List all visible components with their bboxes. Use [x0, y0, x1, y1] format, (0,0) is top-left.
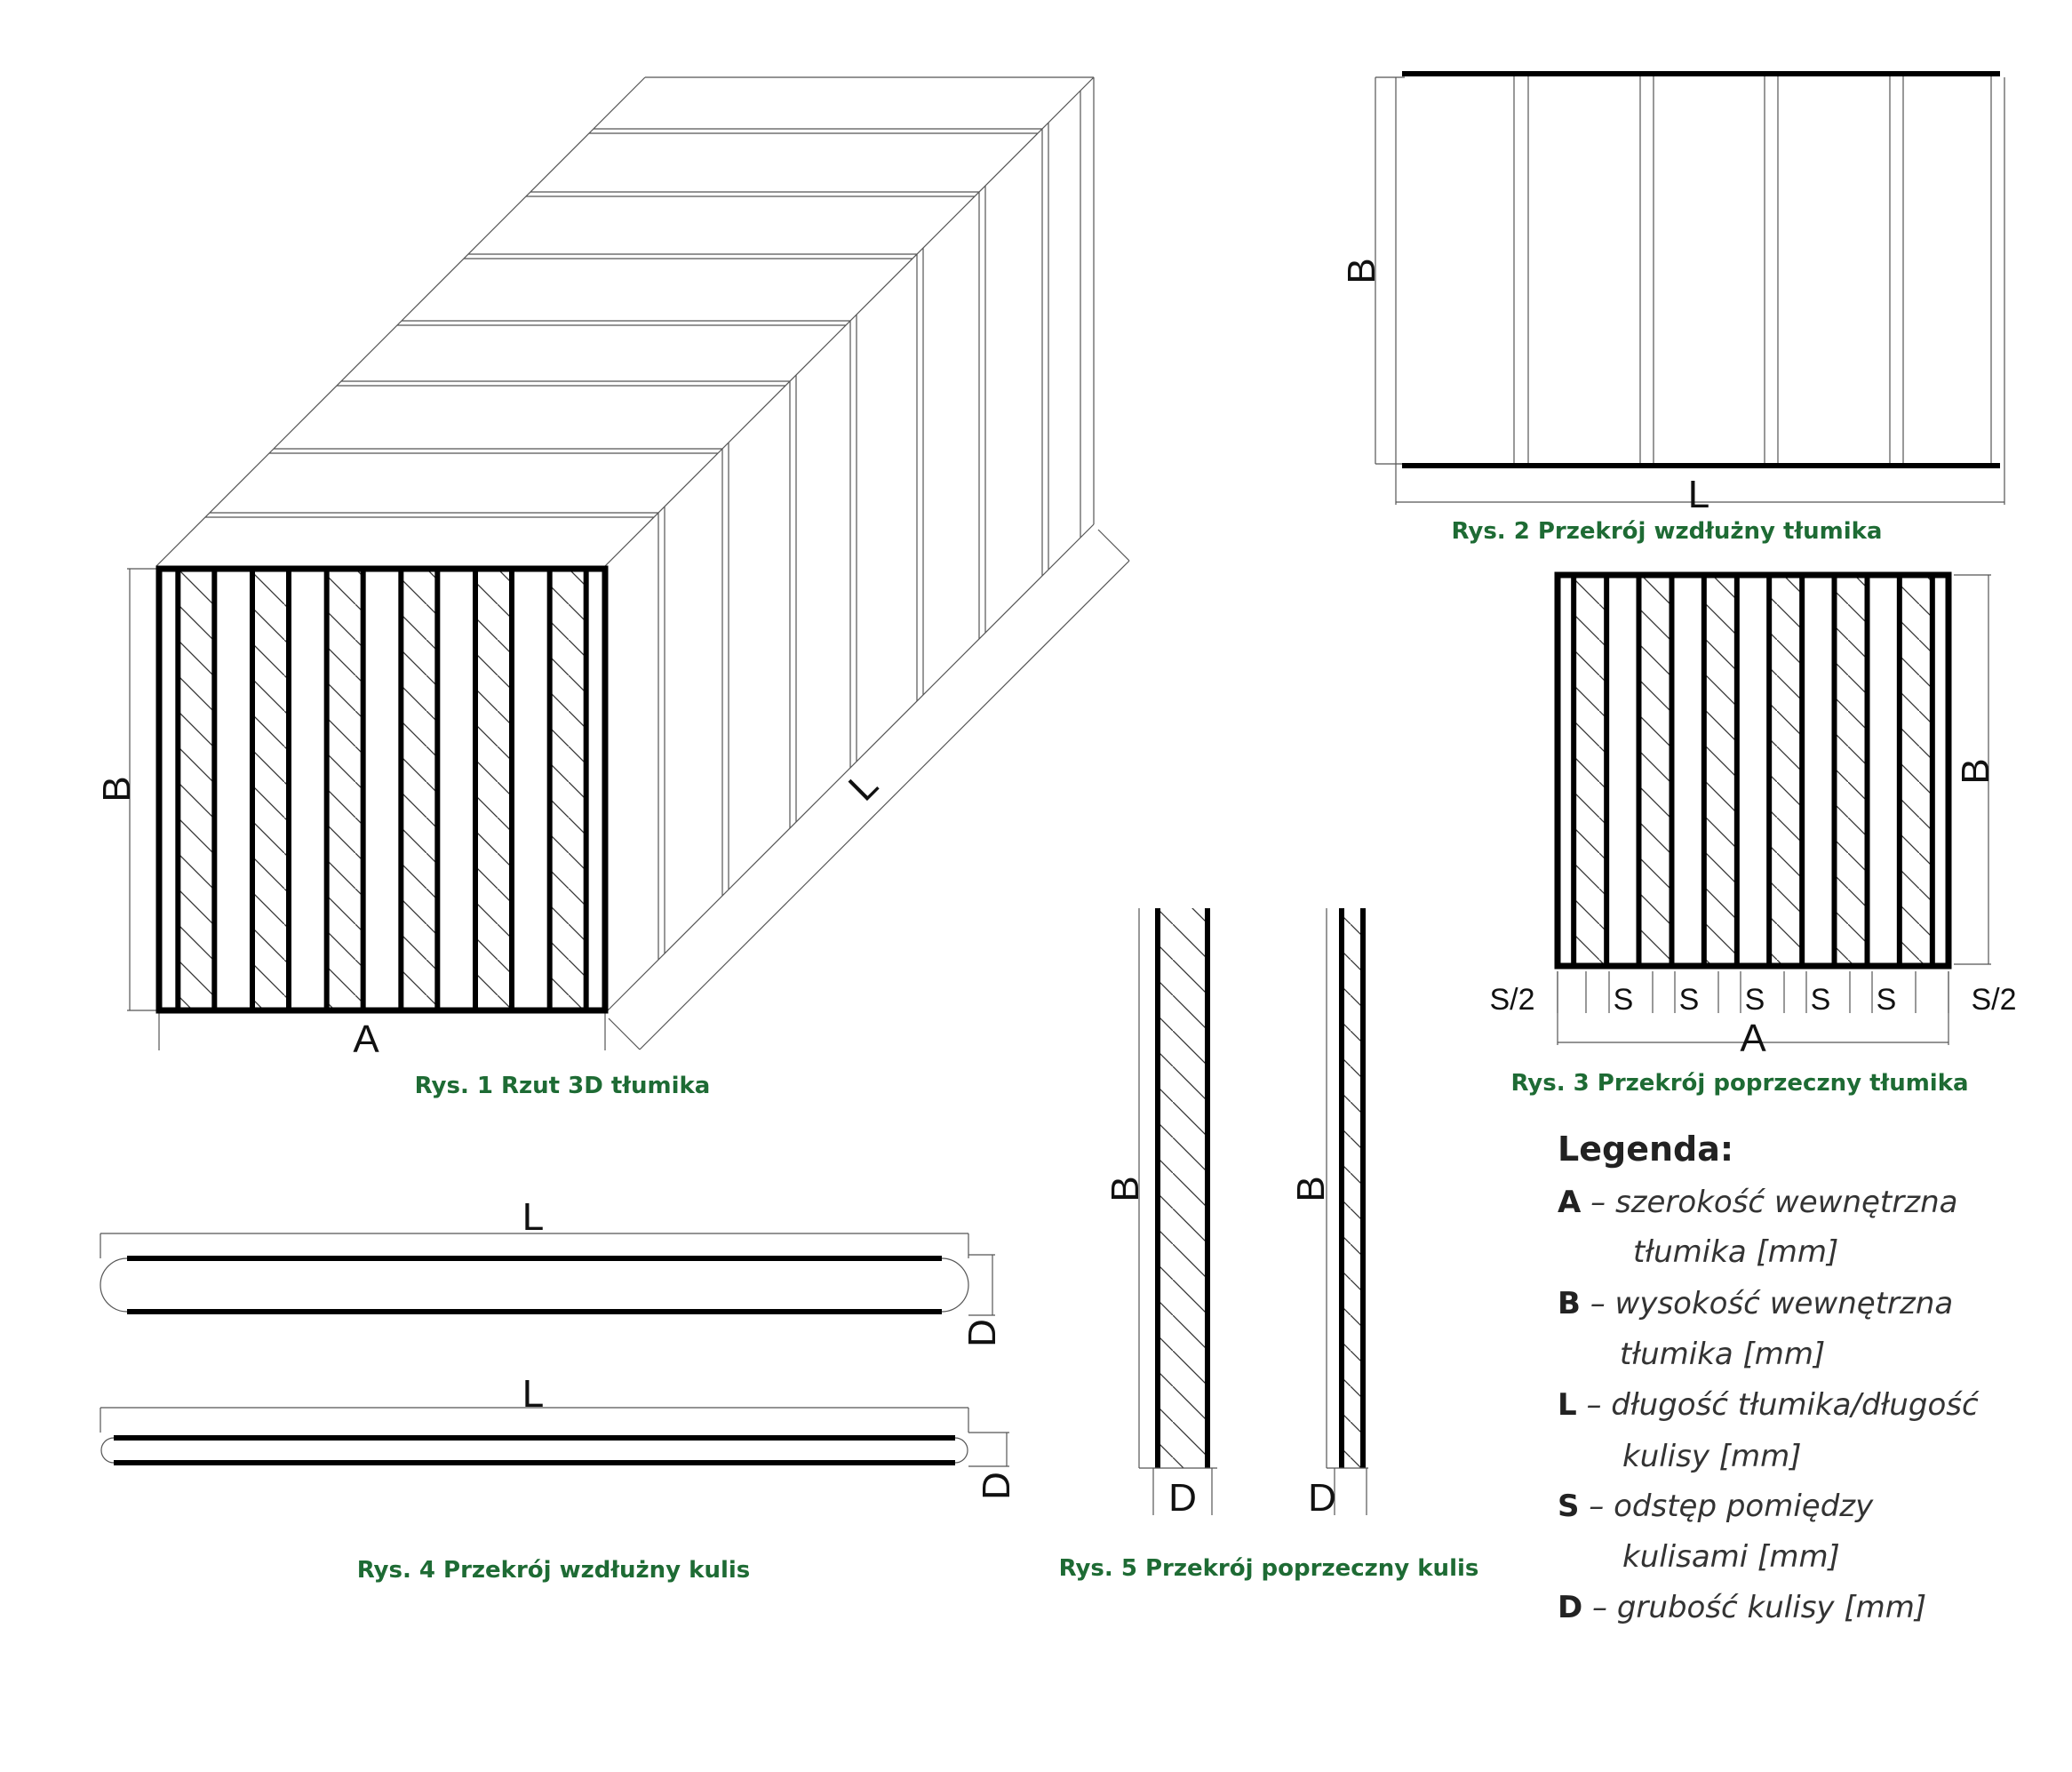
- fig1-baffle-fill: [549, 569, 586, 1010]
- legend-text-l-2: kulisy [mm]: [1622, 1439, 1802, 1474]
- legend-text-l-1: – długość tłumika/długość: [1577, 1387, 1980, 1423]
- fig4-dim-l-2: L: [522, 1372, 544, 1416]
- fig4-baffle-longitudinal: L D L D Rys. 4 Przekrój wzdłużny kulis: [100, 1195, 1018, 1584]
- fig1-3d-view: A B L Rys. 1 Rzut 3D tłumika: [95, 76, 1130, 1099]
- fig5-thin-baffle-fill: [1342, 908, 1363, 1468]
- legend-key-l: L: [1558, 1387, 1577, 1423]
- legend-item-l: L – długość tłumika/długość: [1558, 1387, 1980, 1423]
- fig1-baffles: [175, 569, 589, 1010]
- fig4-dim-d-1: D: [960, 1319, 1004, 1347]
- fig1-caption: Rys. 1 Rzut 3D tłumika: [415, 1073, 711, 1099]
- legend-text-a-2: tłumika [mm]: [1633, 1234, 1838, 1270]
- fig3-baffle-fill: [1834, 575, 1868, 966]
- legend-title: Legenda:: [1558, 1129, 1733, 1169]
- fig1-baffle-fill: [475, 569, 512, 1010]
- legend-key-b: B: [1558, 1286, 1581, 1321]
- fig5-dim-d-1: D: [1168, 1476, 1197, 1520]
- legend-text-a-1: – szerokość wewnętrzna: [1581, 1185, 1957, 1220]
- fig3-dim-s-half-left: S/2: [1489, 983, 1534, 1017]
- fig5-dim-b-2: B: [1289, 1176, 1333, 1201]
- fig3-dim-s-4: S: [1811, 983, 1831, 1017]
- fig2-dim-b: B: [1340, 258, 1383, 283]
- fig3-dim-s-5: S: [1877, 983, 1897, 1017]
- fig1-dim-b: B: [95, 776, 139, 802]
- fig2-longitudinal-section: B L Rys. 2 Przekrój wzdłużny tłumika: [1340, 71, 2005, 545]
- fig1-baffle-fill: [178, 569, 215, 1010]
- legend-key-d: D: [1558, 1590, 1582, 1625]
- fig4-thin-baffle-body: [100, 1437, 968, 1464]
- fig5-thick-baffle-fill: [1158, 908, 1207, 1468]
- fig3-baffle-fill: [1703, 575, 1737, 966]
- legend-key-s: S: [1558, 1489, 1580, 1524]
- fig3-baffle-fill: [1769, 575, 1803, 966]
- legend-text-b-2: tłumika [mm]: [1620, 1337, 1825, 1372]
- legend-item-s: S – odstęp pomiędzy: [1558, 1489, 1874, 1524]
- fig4-dim-lines-2: [100, 1407, 1009, 1467]
- legend-text-d-1: – grubość kulisy [mm]: [1582, 1590, 1926, 1625]
- fig4-thick-baffle-body: [100, 1257, 969, 1313]
- fig4-dim-d-2: D: [975, 1472, 1018, 1500]
- legend-item-d: D – grubość kulisy [mm]: [1558, 1590, 1926, 1625]
- fig3-dim-a: A: [1740, 1017, 1766, 1060]
- fig1-box-outline: [127, 76, 1130, 1050]
- legend-item-a: A – szerokość wewnętrzna: [1558, 1185, 1957, 1220]
- fig3-dim-s-1: S: [1614, 983, 1634, 1017]
- fig1-baffle-fill: [252, 569, 289, 1010]
- fig3-baffle-fill: [1899, 575, 1933, 966]
- fig3-dim-s-2: S: [1679, 983, 1700, 1017]
- fig3-cross-section: B S/2 S S S S S S/2 A Rys. 3 Przekrój po…: [1489, 571, 2017, 1097]
- fig3-baffle-fill: [1574, 575, 1607, 966]
- fig3-thin-lines: [1557, 574, 1991, 1045]
- fig3-dim-s-3: S: [1745, 983, 1765, 1017]
- fig2-thin-lines: [1375, 71, 2005, 505]
- fig5-thin-lines-2: [1326, 908, 1368, 1515]
- fig1-dim-a: A: [353, 1018, 379, 1061]
- fig5-caption: Rys. 5 Przekrój poprzeczny kulis: [1059, 1555, 1479, 1582]
- fig3-baffle-fill: [1638, 575, 1672, 966]
- fig3-frame: [1554, 571, 1952, 970]
- fig3-dim-b: B: [1954, 758, 1997, 784]
- legend-text-s-2: kulisami [mm]: [1622, 1539, 1840, 1575]
- legend: Legenda: A – szerokość wewnętrzna tłumik…: [1558, 1129, 1980, 1625]
- fig2-dim-l: L: [1688, 473, 1709, 516]
- fig1-baffle-fill: [401, 569, 438, 1010]
- fig2-caption: Rys. 2 Przekrój wzdłużny tłumika: [1452, 518, 1883, 545]
- legend-text-b-1: – wysokość wewnętrzna: [1581, 1286, 1953, 1321]
- fig4-dim-l-1: L: [522, 1195, 544, 1239]
- fig3-baffles: [1557, 575, 1949, 1013]
- fig5-thin-lines-1: [1138, 908, 1217, 1515]
- fig1-dim-l: L: [841, 763, 887, 810]
- fig3-caption: Rys. 3 Przekrój poprzeczny tłumika: [1510, 1070, 1968, 1097]
- fig1-baffle-fill: [326, 569, 363, 1010]
- fig3-dim-s-half-right: S/2: [1971, 983, 2016, 1017]
- legend-key-a: A: [1558, 1185, 1582, 1220]
- legend-item-b: B – wysokość wewnętrzna: [1558, 1286, 1953, 1321]
- legend-text-s-1: – odstęp pomiędzy: [1580, 1489, 1875, 1524]
- fig5-dim-d-2: D: [1308, 1476, 1336, 1520]
- fig4-dim-lines-1: [100, 1233, 995, 1316]
- fig4-caption: Rys. 4 Przekrój wzdłużny kulis: [357, 1557, 751, 1584]
- fig5-dim-b-1: B: [1104, 1176, 1147, 1201]
- fig1-front-frame: [155, 565, 609, 1014]
- fig5-baffle-cross-section: B D B D Rys. 5 Przekrój poprzeczny kulis: [1059, 908, 1479, 1582]
